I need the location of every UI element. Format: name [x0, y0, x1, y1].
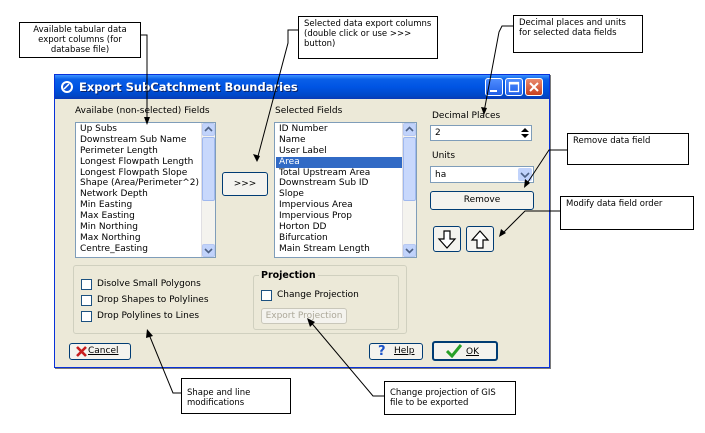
callout-shape-line: Shape and line modifications: [181, 378, 291, 414]
polylines-to-lines-label: Drop Polylines to Lines: [97, 311, 200, 321]
help-label: Help: [394, 346, 415, 356]
move-down-button[interactable]: [433, 226, 461, 252]
ok-check-icon: [445, 344, 463, 365]
available-item[interactable]: Up Subs: [80, 124, 117, 134]
selected-item[interactable]: ID Number: [279, 124, 328, 134]
callout-modify-order: Modify data field order: [560, 196, 694, 230]
scroll-up-button[interactable]: [202, 123, 215, 136]
move-up-button[interactable]: [466, 226, 494, 252]
available-item[interactable]: Max Northing: [80, 232, 141, 243]
decimal-places-value: 2: [435, 128, 441, 138]
shape-options-group: Disolve Small Polygons Drop Shapes to Po…: [73, 265, 407, 334]
scroll-up-button[interactable]: [403, 123, 416, 136]
available-item[interactable]: Min Easting: [80, 200, 133, 211]
available-item[interactable]: Max Easting: [80, 211, 135, 222]
app-icon: [60, 80, 74, 97]
minimize-button[interactable]: [485, 78, 503, 96]
close-icon: [526, 82, 542, 98]
minimize-icon: [486, 84, 502, 98]
cancel-x-icon: [75, 345, 88, 364]
callout-available-columns: Available tabular data export columns (f…: [19, 22, 141, 58]
maximize-button[interactable]: [505, 78, 523, 96]
callout-change-projection: Change projection of GIS file to be expo…: [384, 381, 516, 415]
help-button[interactable]: ? Help: [369, 343, 423, 360]
available-fields-label: Availabe (non-selected) Fields: [75, 106, 210, 116]
arrow-up-icon: [467, 230, 493, 254]
dissolve-label: Disolve Small Polygons: [97, 279, 201, 289]
shapes-to-polylines-checkbox[interactable]: [81, 295, 92, 306]
selected-item[interactable]: Total Upstream Area: [279, 167, 371, 178]
selected-item[interactable]: User Label: [279, 145, 327, 156]
selected-item[interactable]: Slope: [279, 189, 304, 200]
scroll-down-button[interactable]: [202, 244, 215, 257]
callout-remove-field: Remove data field: [567, 133, 689, 165]
selected-item[interactable]: Bifurcation: [279, 232, 328, 243]
dialog-title: Export SubCatchment Boundaries: [79, 80, 298, 94]
change-projection-label: Change Projection: [277, 290, 359, 300]
chevron-down-icon[interactable]: [518, 168, 532, 181]
ok-label: OK: [466, 347, 479, 357]
available-item[interactable]: Network Depth: [80, 189, 148, 200]
scroll-thumb[interactable]: [403, 137, 416, 201]
projection-group: Projection Change Projection Export Proj…: [253, 270, 399, 330]
maximize-icon: [506, 81, 522, 98]
selected-item[interactable]: Horton DD: [279, 222, 327, 233]
available-item[interactable]: Centre_Easting: [80, 243, 148, 254]
available-item[interactable]: Shape (Area/Perimeter^2): [80, 178, 199, 189]
available-item[interactable]: Longest Flowpath Slope: [80, 167, 188, 178]
titlebar: Export SubCatchment Boundaries: [55, 75, 549, 99]
units-select[interactable]: ha: [430, 166, 534, 183]
spinner-arrows-icon[interactable]: [520, 127, 530, 142]
scroll-thumb[interactable]: [202, 137, 215, 201]
remove-button[interactable]: Remove: [430, 191, 534, 210]
selected-scrollbar[interactable]: [402, 123, 416, 257]
projection-title: Projection: [259, 270, 318, 281]
cancel-label: Cancel: [88, 346, 119, 356]
export-projection-button[interactable]: Export Projection: [261, 308, 347, 324]
decimal-places-label: Decimal Places: [432, 111, 501, 121]
available-item[interactable]: Downstream Sub Name: [80, 134, 187, 145]
arrow-down-icon: [434, 230, 460, 254]
selected-item[interactable]: Impervious Area: [279, 200, 353, 211]
callout-decimal-units: Decimal places and units for selected da…: [513, 15, 643, 53]
available-item[interactable]: Perimeter Length: [80, 145, 158, 156]
shapes-to-polylines-label: Drop Shapes to Polylines: [97, 295, 209, 305]
selected-fields-label: Selected Fields: [275, 106, 343, 116]
change-projection-checkbox[interactable]: [261, 290, 272, 301]
selected-item[interactable]: Main Stream Length: [279, 243, 370, 254]
cancel-button[interactable]: Cancel: [69, 343, 131, 360]
available-item[interactable]: Longest Flowpath Length: [80, 156, 194, 167]
scroll-down-button[interactable]: [403, 244, 416, 257]
move-to-selected-button[interactable]: >>>: [222, 172, 268, 196]
dissolve-checkbox[interactable]: [81, 279, 92, 290]
units-label: Units: [432, 151, 456, 161]
callout-selected-columns: Selected data export columns (double cli…: [298, 16, 438, 59]
units-value: ha: [435, 170, 447, 180]
ok-button[interactable]: OK: [432, 341, 498, 361]
export-dialog: Export SubCatchment Boundaries Availabe …: [54, 74, 550, 368]
selected-item[interactable]: Impervious Prop: [279, 211, 352, 222]
selected-item[interactable]: Downstream Sub ID: [279, 178, 369, 189]
help-question-icon: ?: [378, 344, 386, 359]
available-scrollbar[interactable]: [201, 123, 215, 257]
close-button[interactable]: [525, 78, 543, 96]
polylines-to-lines-checkbox[interactable]: [81, 311, 92, 322]
selected-item[interactable]: Area: [276, 156, 402, 168]
available-item[interactable]: Min Northing: [80, 222, 138, 233]
decimal-places-spinner[interactable]: 2: [430, 125, 532, 141]
selected-item[interactable]: Name: [279, 134, 306, 145]
